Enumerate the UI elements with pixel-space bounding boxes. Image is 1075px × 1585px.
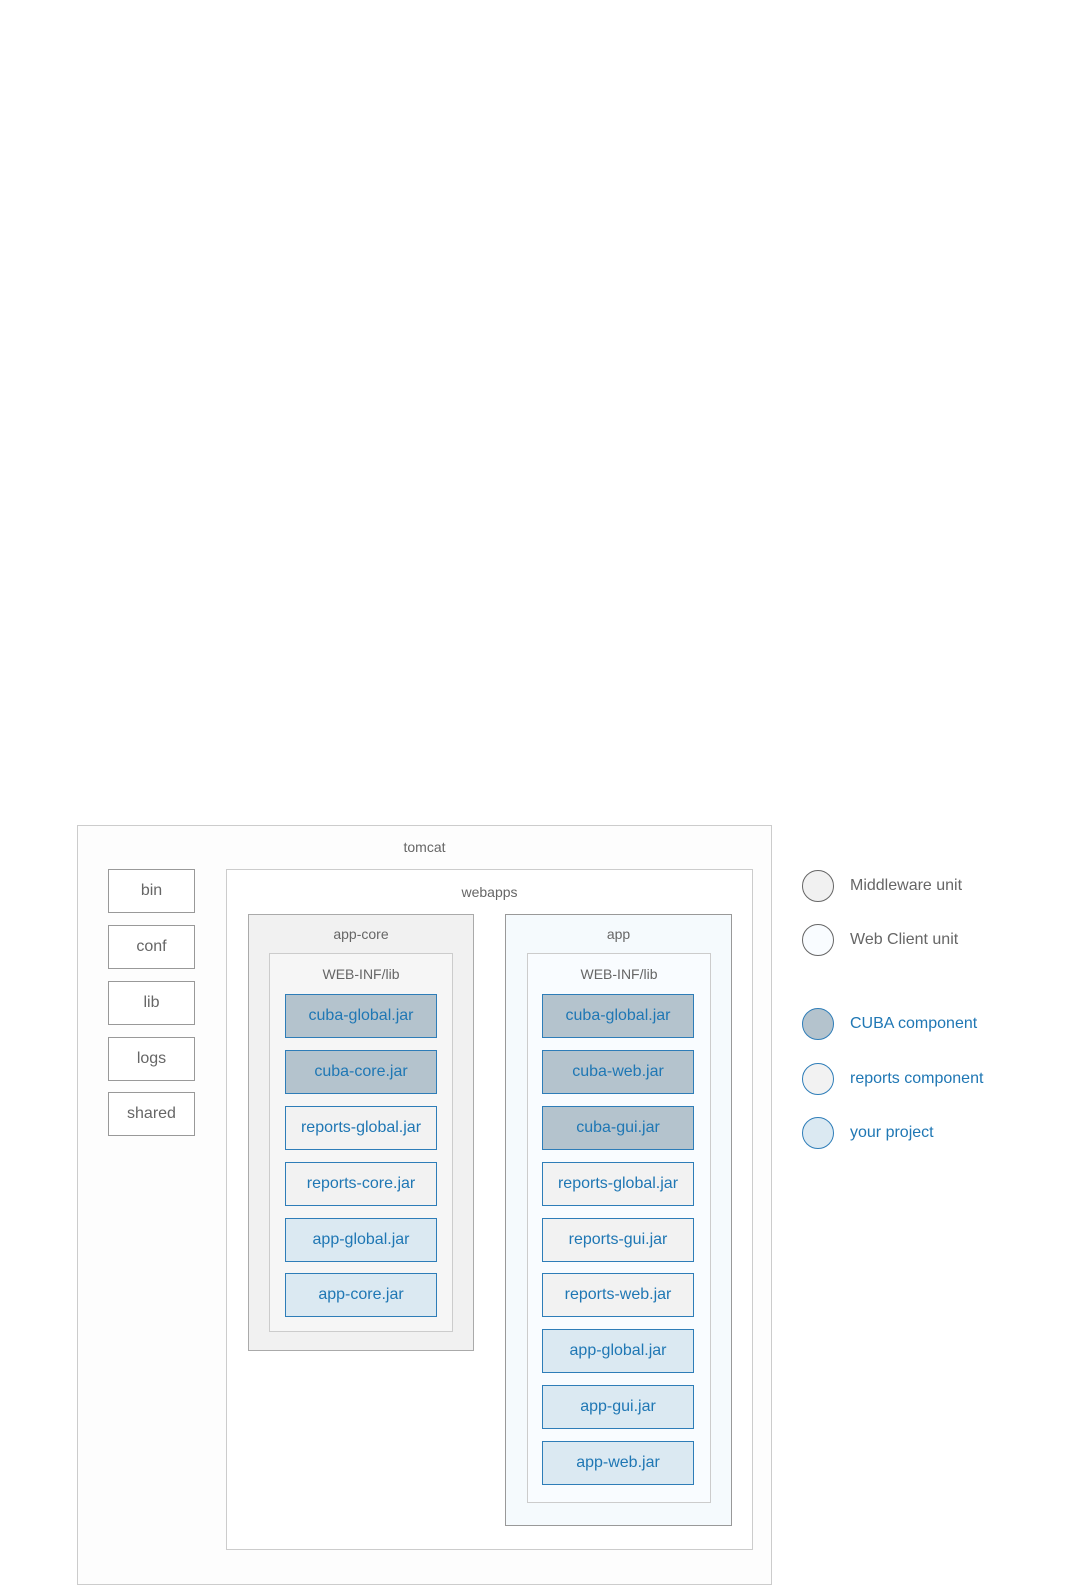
legend-swatch: [802, 924, 834, 956]
jar-cuba-global: cuba-global.jar: [285, 994, 437, 1038]
jar-app-web: app-web.jar: [542, 1441, 694, 1485]
jar-reports-core: reports-core.jar: [285, 1162, 437, 1206]
tomcat-label: tomcat: [403, 839, 446, 855]
jar-reports-global: reports-global.jar: [285, 1106, 437, 1150]
app-label: app: [606, 926, 631, 942]
dir-shared: shared: [108, 1092, 195, 1136]
legend-label: CUBA component: [850, 1015, 978, 1032]
jar-app-core: app-core.jar: [285, 1273, 437, 1317]
legend-reports-component: reports component: [802, 1062, 983, 1096]
jar-reports-global: reports-global.jar: [542, 1162, 694, 1206]
dir-lib: lib: [108, 981, 195, 1025]
webapps-label: webapps: [461, 884, 518, 900]
jar-app-gui: app-gui.jar: [542, 1385, 694, 1429]
dir-logs: logs: [108, 1037, 195, 1081]
legend-swatch: [802, 870, 834, 902]
jar-cuba-core: cuba-core.jar: [285, 1050, 437, 1094]
jar-cuba-global: cuba-global.jar: [542, 994, 694, 1038]
legend-label: reports component: [850, 1070, 984, 1087]
jar-cuba-web: cuba-web.jar: [542, 1050, 694, 1094]
jar-app-global: app-global.jar: [542, 1329, 694, 1373]
legend-web-client-unit: Web Client unit: [802, 923, 958, 957]
legend-middleware-unit: Middleware unit: [802, 869, 962, 903]
jar-app-global: app-global.jar: [285, 1218, 437, 1262]
jar-cuba-gui: cuba-gui.jar: [542, 1106, 694, 1150]
app-core-label: app-core: [333, 926, 389, 942]
app-core-lib-label: WEB-INF/lib: [322, 966, 400, 982]
legend-label: Middleware unit: [850, 877, 963, 894]
legend-cuba-component: CUBA component: [802, 1007, 977, 1041]
legend-label: your project: [850, 1124, 934, 1141]
app-lib-label: WEB-INF/lib: [580, 966, 658, 982]
jar-reports-gui: reports-gui.jar: [542, 1218, 694, 1262]
dir-bin: bin: [108, 869, 195, 913]
legend-swatch: [802, 1008, 834, 1040]
legend-label: Web Client unit: [850, 931, 959, 948]
legend-swatch: [802, 1117, 834, 1149]
legend-swatch: [802, 1063, 834, 1095]
jar-reports-web: reports-web.jar: [542, 1273, 694, 1317]
legend-your-project: your project: [802, 1116, 934, 1150]
dir-conf: conf: [108, 925, 195, 969]
